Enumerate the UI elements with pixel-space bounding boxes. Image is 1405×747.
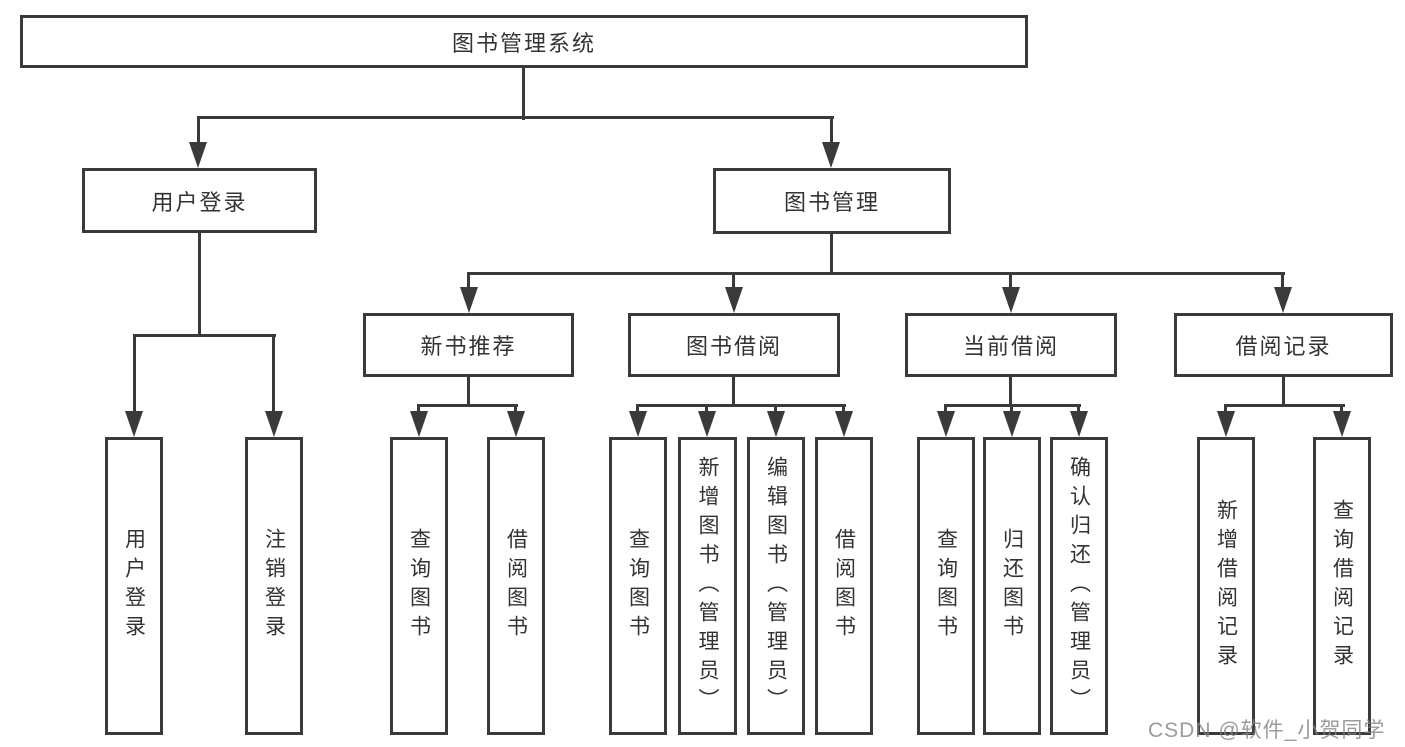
- node-label: 新增借阅记录: [1214, 499, 1238, 673]
- arrowhead-icon: [507, 411, 525, 437]
- node-user-login: 用户登录: [82, 168, 317, 233]
- node-label: 当前借阅: [962, 334, 1059, 359]
- connector-line: [1010, 404, 1013, 416]
- connector-line: [417, 404, 420, 416]
- node-label: 借阅图书: [504, 528, 528, 644]
- arrowhead-icon: [1003, 411, 1021, 437]
- leaf-add-borrow-record: 新增借阅记录: [1197, 437, 1255, 735]
- connector-line: [467, 272, 470, 290]
- node-current-borrowing: 当前借阅: [905, 313, 1117, 377]
- node-label: 查询图书: [626, 528, 650, 644]
- arrowhead-icon: [1217, 411, 1235, 437]
- leaf-add-book-admin: 新增图书（管理员）: [678, 437, 737, 735]
- connector-line: [842, 404, 845, 416]
- connector-line: [774, 404, 777, 416]
- node-label: 图书管理系统: [451, 30, 596, 56]
- connector-line: [636, 404, 846, 407]
- connector-line: [133, 334, 136, 414]
- connector-line: [1009, 376, 1012, 407]
- arrowhead-icon: [835, 411, 853, 437]
- connector-line: [468, 272, 1285, 275]
- node-label: 注销登录: [262, 528, 286, 644]
- connector-line: [1281, 272, 1284, 290]
- node-label: 归还图书: [1000, 528, 1024, 644]
- connector-line: [732, 272, 735, 290]
- node-library-management-system: 图书管理系统: [20, 15, 1028, 68]
- connector-line: [1282, 376, 1285, 407]
- node-label: 新书推荐: [420, 334, 517, 359]
- connector-line: [944, 404, 947, 416]
- node-label: 借阅图书: [832, 528, 856, 644]
- arrowhead-icon: [1274, 287, 1292, 313]
- leaf-query-borrow-record: 查询借阅记录: [1313, 437, 1371, 735]
- arrowhead-icon: [1333, 411, 1351, 437]
- connector-line: [1009, 272, 1012, 290]
- leaf-user-login: 用户登录: [105, 437, 163, 735]
- arrowhead-icon: [629, 411, 647, 437]
- connector-line: [1340, 404, 1343, 416]
- connector-line: [522, 67, 525, 120]
- connector-line: [705, 404, 708, 416]
- connector-line: [467, 376, 470, 407]
- connector-line: [133, 334, 276, 337]
- connector-line: [197, 116, 200, 148]
- arrowhead-icon: [460, 287, 478, 313]
- node-label: 确认归还（管理员）: [1067, 455, 1091, 717]
- leaf-logout: 注销登录: [245, 437, 303, 735]
- node-label: 编辑图书（管理员）: [764, 455, 788, 717]
- arrowhead-icon: [1070, 411, 1088, 437]
- leaf-query-books-borrowing: 查询图书: [609, 437, 667, 735]
- arrowhead-icon: [1002, 287, 1020, 313]
- node-label: 借阅记录: [1235, 334, 1332, 359]
- node-label: 查询图书: [934, 528, 958, 644]
- leaf-borrow-books-recommend: 借阅图书: [487, 437, 545, 735]
- node-borrowing-records: 借阅记录: [1174, 313, 1393, 377]
- node-new-book-recommend: 新书推荐: [363, 313, 574, 377]
- leaf-borrow-books-borrowing: 借阅图书: [815, 437, 873, 735]
- leaf-edit-book-admin: 编辑图书（管理员）: [747, 437, 805, 735]
- arrowhead-icon: [937, 411, 955, 437]
- leaf-query-books-current: 查询图书: [917, 437, 975, 735]
- arrowhead-icon: [822, 142, 840, 168]
- arrowhead-icon: [125, 411, 143, 437]
- node-label: 查询图书: [407, 528, 431, 644]
- node-label: 新增图书（管理员）: [696, 455, 719, 717]
- connector-line: [197, 116, 834, 119]
- arrowhead-icon: [189, 142, 207, 168]
- connector-line: [198, 232, 201, 336]
- arrowhead-icon: [410, 411, 428, 437]
- connector-line: [830, 116, 833, 148]
- arrowhead-icon: [725, 287, 743, 313]
- connector-line: [636, 404, 639, 416]
- node-label: 查询借阅记录: [1330, 499, 1354, 673]
- connector-line: [417, 404, 518, 407]
- watermark: CSDN @软件_小贺同学: [1148, 719, 1386, 742]
- node-book-management: 图书管理: [713, 168, 951, 234]
- node-label: 图书借阅: [685, 334, 782, 359]
- leaf-confirm-return-admin: 确认归还（管理员）: [1050, 437, 1108, 735]
- arrowhead-icon: [265, 411, 283, 437]
- node-label: 用户登录: [151, 189, 248, 215]
- arrowhead-icon: [767, 411, 785, 437]
- leaf-return-books: 归还图书: [983, 437, 1041, 735]
- connector-line: [732, 376, 735, 407]
- connector-line: [1224, 404, 1345, 407]
- leaf-query-books-recommend: 查询图书: [390, 437, 448, 735]
- node-label: 图书管理: [783, 190, 880, 215]
- connector-line: [1077, 404, 1080, 416]
- arrowhead-icon: [698, 411, 716, 437]
- connector-line: [1224, 404, 1227, 416]
- node-book-borrowing: 图书借阅: [628, 313, 840, 377]
- connector-line: [514, 404, 517, 416]
- connector-line: [830, 233, 833, 275]
- connector-line: [272, 334, 275, 414]
- node-label: 用户登录: [122, 528, 146, 644]
